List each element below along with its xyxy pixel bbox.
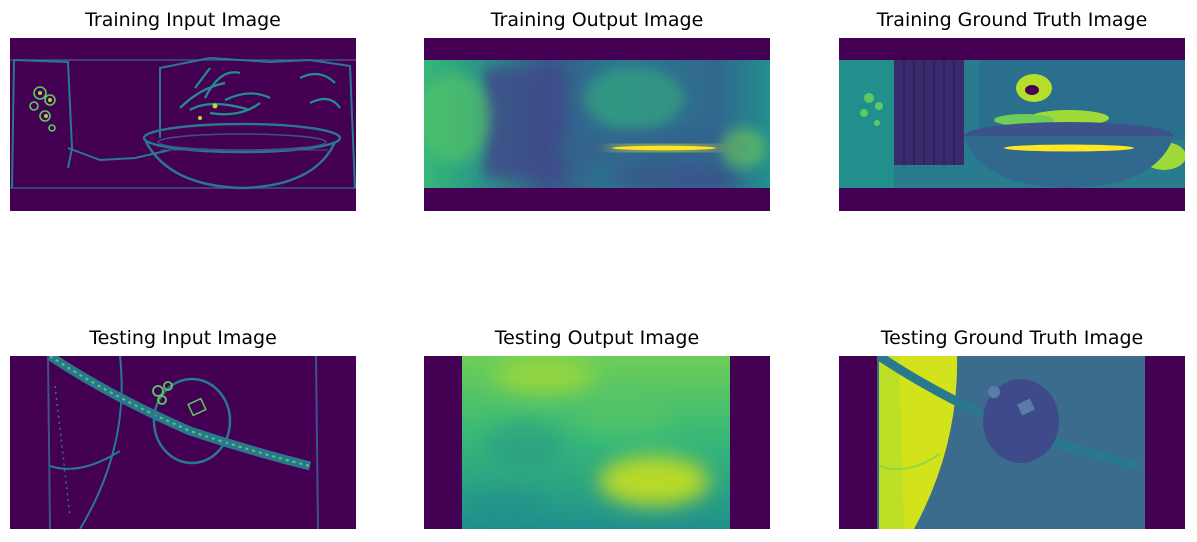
training-ground-truth-image	[839, 38, 1185, 211]
testing-output-title: Testing Output Image	[494, 327, 700, 349]
training-input-title: Training Input Image	[85, 9, 281, 31]
testing-ground-truth-title: Testing Ground Truth Image	[880, 327, 1144, 349]
training-ground-truth-title: Training Ground Truth Image	[876, 9, 1148, 31]
testing-output-image	[424, 356, 770, 529]
training-output-image	[424, 38, 770, 211]
testing-input-image	[10, 356, 356, 529]
testing-ground-truth-image	[839, 356, 1185, 529]
training-input-image	[10, 38, 356, 211]
testing-input-title: Testing Input Image	[89, 327, 277, 349]
training-output-title: Training Output Image	[490, 9, 704, 31]
